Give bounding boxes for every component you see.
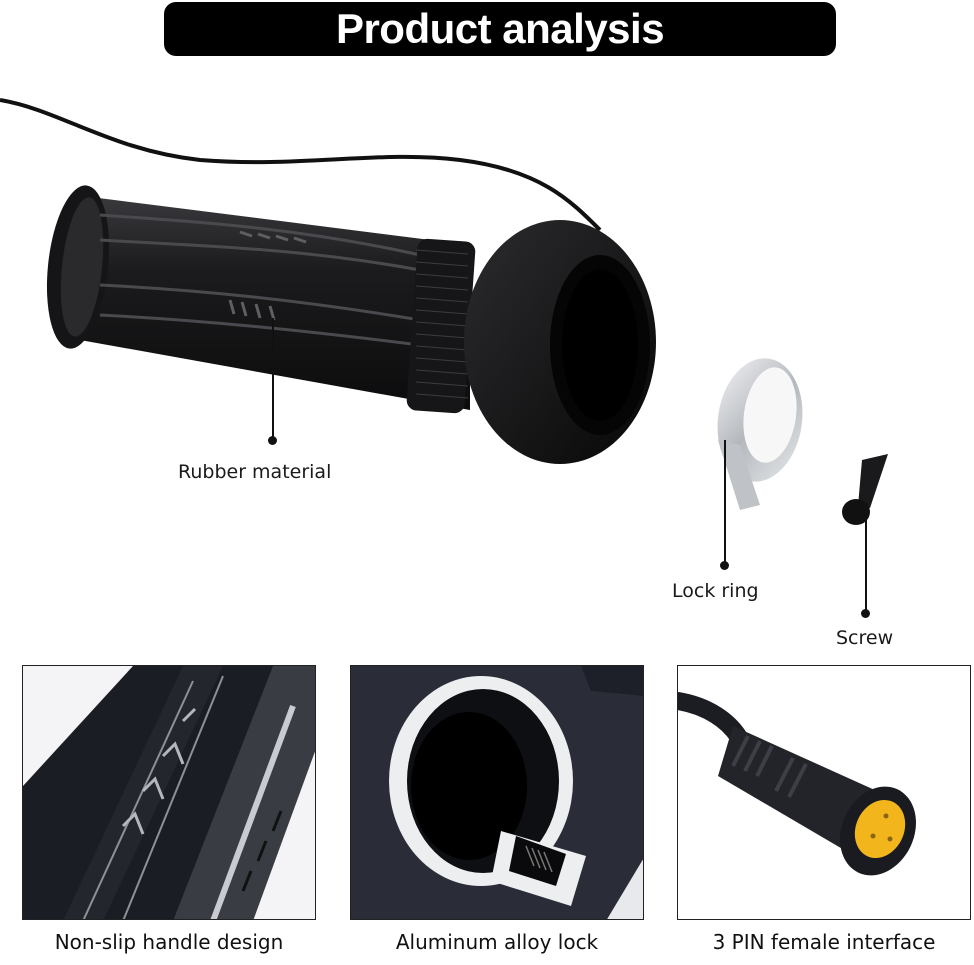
product-hero-image (0, 60, 974, 660)
lock-ring-label: Lock ring (672, 580, 759, 602)
lock-ring-leader-line (724, 440, 726, 564)
screw-leader-line (865, 515, 867, 611)
screw-label: Screw (836, 627, 894, 649)
lock-ring-leader-dot (720, 561, 729, 570)
page-title: Product analysis (335, 5, 665, 52)
screw-leader-dot (861, 609, 870, 618)
title-banner: Product analysis (164, 2, 836, 56)
screw-part (842, 454, 888, 525)
rubber-leader-dot (268, 436, 277, 445)
connector-closeup-caption: 3 PIN female interface (712, 930, 936, 954)
lock-closeup-caption: Aluminum alloy lock (395, 930, 599, 954)
connector-closeup-panel (677, 665, 971, 920)
rubber-material-label: Rubber material (178, 461, 332, 483)
lock-closeup-panel (350, 665, 644, 920)
grip-closeup-panel (22, 665, 316, 920)
grip-body (46, 185, 656, 464)
grip-closeup-caption: Non-slip handle design (54, 930, 284, 954)
rubber-leader-line (272, 318, 274, 440)
lock-ring-part (717, 358, 803, 510)
